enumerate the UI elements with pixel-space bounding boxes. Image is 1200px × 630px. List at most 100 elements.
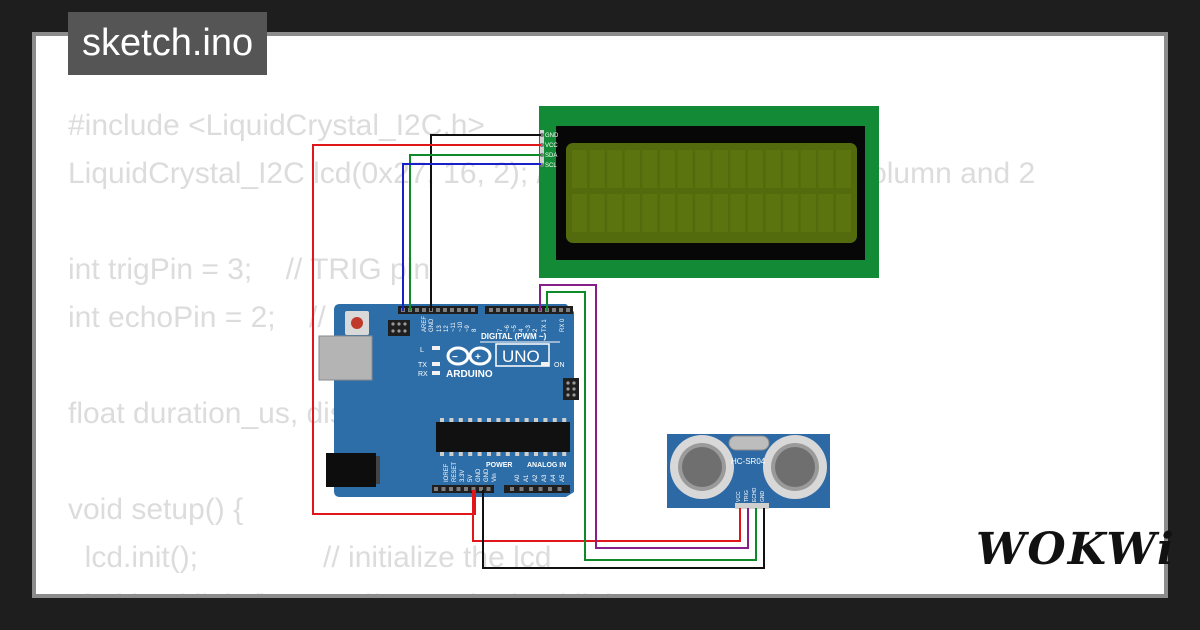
- transducer-right: [763, 435, 827, 499]
- lcd-pin-label: SDA: [545, 153, 557, 159]
- reset-button[interactable]: [351, 317, 363, 329]
- uno-badge: [495, 343, 550, 367]
- analog-label: ANALOG IN: [527, 462, 566, 469]
- header-pin: [566, 308, 570, 312]
- header-pin: [510, 308, 514, 312]
- header-pin: [434, 487, 438, 491]
- wire-sensor-gnd: [482, 490, 765, 569]
- lcd-cell: [624, 150, 640, 188]
- sensor-pin-label: TRIG: [744, 490, 750, 502]
- top-header-label: RX 0: [560, 318, 566, 332]
- lcd-cell: [730, 194, 746, 232]
- header-pin: [531, 308, 535, 312]
- code-line: lcd.init(); // initialize the lcd: [68, 541, 552, 574]
- wires[interactable]: [312, 134, 765, 569]
- sensor-pin-label: VCC: [736, 491, 742, 502]
- wire-lcd-gnd: [430, 134, 541, 311]
- lcd-pin-label: SCL: [545, 163, 557, 169]
- chip-leg: [552, 418, 557, 422]
- ultrasonic-sensor[interactable]: HC-SR04 VCC TRIG ECHO GND: [667, 434, 830, 509]
- header-pin: [450, 308, 454, 312]
- led-rx-label: RX: [418, 371, 428, 378]
- wire-sensor-trig: [539, 284, 749, 549]
- bottom-header-label: A3: [542, 474, 548, 482]
- lcd-cell: [765, 194, 781, 232]
- top-header-label: ~10: [458, 321, 464, 332]
- wire-lcd-vcc: [312, 144, 541, 515]
- brand-label: ARDUINO: [446, 369, 493, 380]
- analog-header: [504, 485, 570, 493]
- bottom-header-label: A0: [515, 474, 521, 482]
- top-header-label: AREF: [422, 316, 428, 332]
- chip-leg: [562, 418, 567, 422]
- power-label: POWER: [486, 462, 512, 469]
- lcd-cell: [748, 194, 763, 232]
- chip-leg: [468, 418, 473, 422]
- lcd-cell: [589, 194, 605, 232]
- lcd-pin-label: VCC: [545, 143, 558, 149]
- chip-leg: [487, 452, 491, 456]
- bottom-header-label: GND: [484, 468, 490, 482]
- header-pin: [471, 487, 476, 491]
- lcd-display[interactable]: GND VCC SDA SCL: [539, 106, 879, 278]
- top-header-label: 7: [498, 328, 504, 332]
- file-tab[interactable]: sketch.ino: [68, 12, 268, 75]
- lcd-cell: [783, 194, 799, 232]
- chip-leg: [515, 418, 520, 422]
- header-pin: [503, 308, 507, 312]
- header-pin: [538, 487, 543, 491]
- chip-leg: [534, 452, 538, 456]
- sensor-pin-header: [735, 503, 769, 509]
- lcd-cell: [607, 150, 623, 188]
- led-rx: [432, 371, 440, 375]
- header-pin: [436, 308, 440, 312]
- lcd-pin-label: GND: [545, 133, 559, 139]
- lcd-cell: [695, 150, 711, 188]
- top-header-label: 2: [533, 328, 539, 332]
- lcd-cell: [765, 150, 781, 188]
- top-header-label: ~3: [526, 324, 532, 332]
- lcd-cell: [836, 150, 851, 188]
- wire-sensor-vcc: [472, 490, 741, 542]
- chip-leg: [505, 418, 510, 422]
- bottom-header-label: A1: [524, 474, 530, 482]
- atmega-chip: [436, 422, 570, 452]
- lcd-cell: [660, 194, 675, 232]
- lcd-cell: [748, 150, 763, 188]
- chip-leg: [477, 452, 482, 456]
- usb-port: [318, 335, 373, 381]
- crystal: [728, 435, 770, 451]
- code-line: lcd.backlight(); // open the backlight: [68, 582, 1035, 594]
- led-l: [432, 346, 440, 350]
- header-pin: [496, 308, 500, 312]
- lcd-cell: [695, 194, 711, 232]
- top-header-label: ~5: [512, 324, 518, 332]
- header-pin: [529, 487, 533, 491]
- led-on-label: ON: [554, 362, 565, 369]
- wire-lcd-scl: [402, 163, 541, 311]
- header-pin: [517, 308, 521, 312]
- top-header-label: ~9: [465, 324, 471, 332]
- led-l-label: L: [420, 347, 424, 354]
- lcd-cell: [660, 150, 675, 188]
- code-line: void setup() {: [68, 493, 244, 526]
- header-pin: [449, 487, 453, 491]
- lcd-pin-strip: [540, 130, 544, 166]
- power-jack-edge: [376, 456, 380, 484]
- wokwi-logo: WOKWi: [976, 524, 1176, 575]
- header-pin: [510, 487, 514, 491]
- chip-leg: [543, 418, 548, 422]
- lcd-cell: [800, 150, 816, 188]
- chip-leg: [534, 418, 538, 422]
- top-header-right: [485, 306, 573, 314]
- arduino-logo: − +: [446, 346, 492, 366]
- sensor-pin-label: ECHO: [752, 487, 758, 502]
- bottom-header-pins: [434, 487, 562, 491]
- header-pin: [557, 487, 562, 491]
- icsp-header-right: [563, 378, 579, 400]
- chip-leg: [440, 418, 444, 422]
- chip-leg: [552, 452, 557, 456]
- chip-leg: [515, 452, 520, 456]
